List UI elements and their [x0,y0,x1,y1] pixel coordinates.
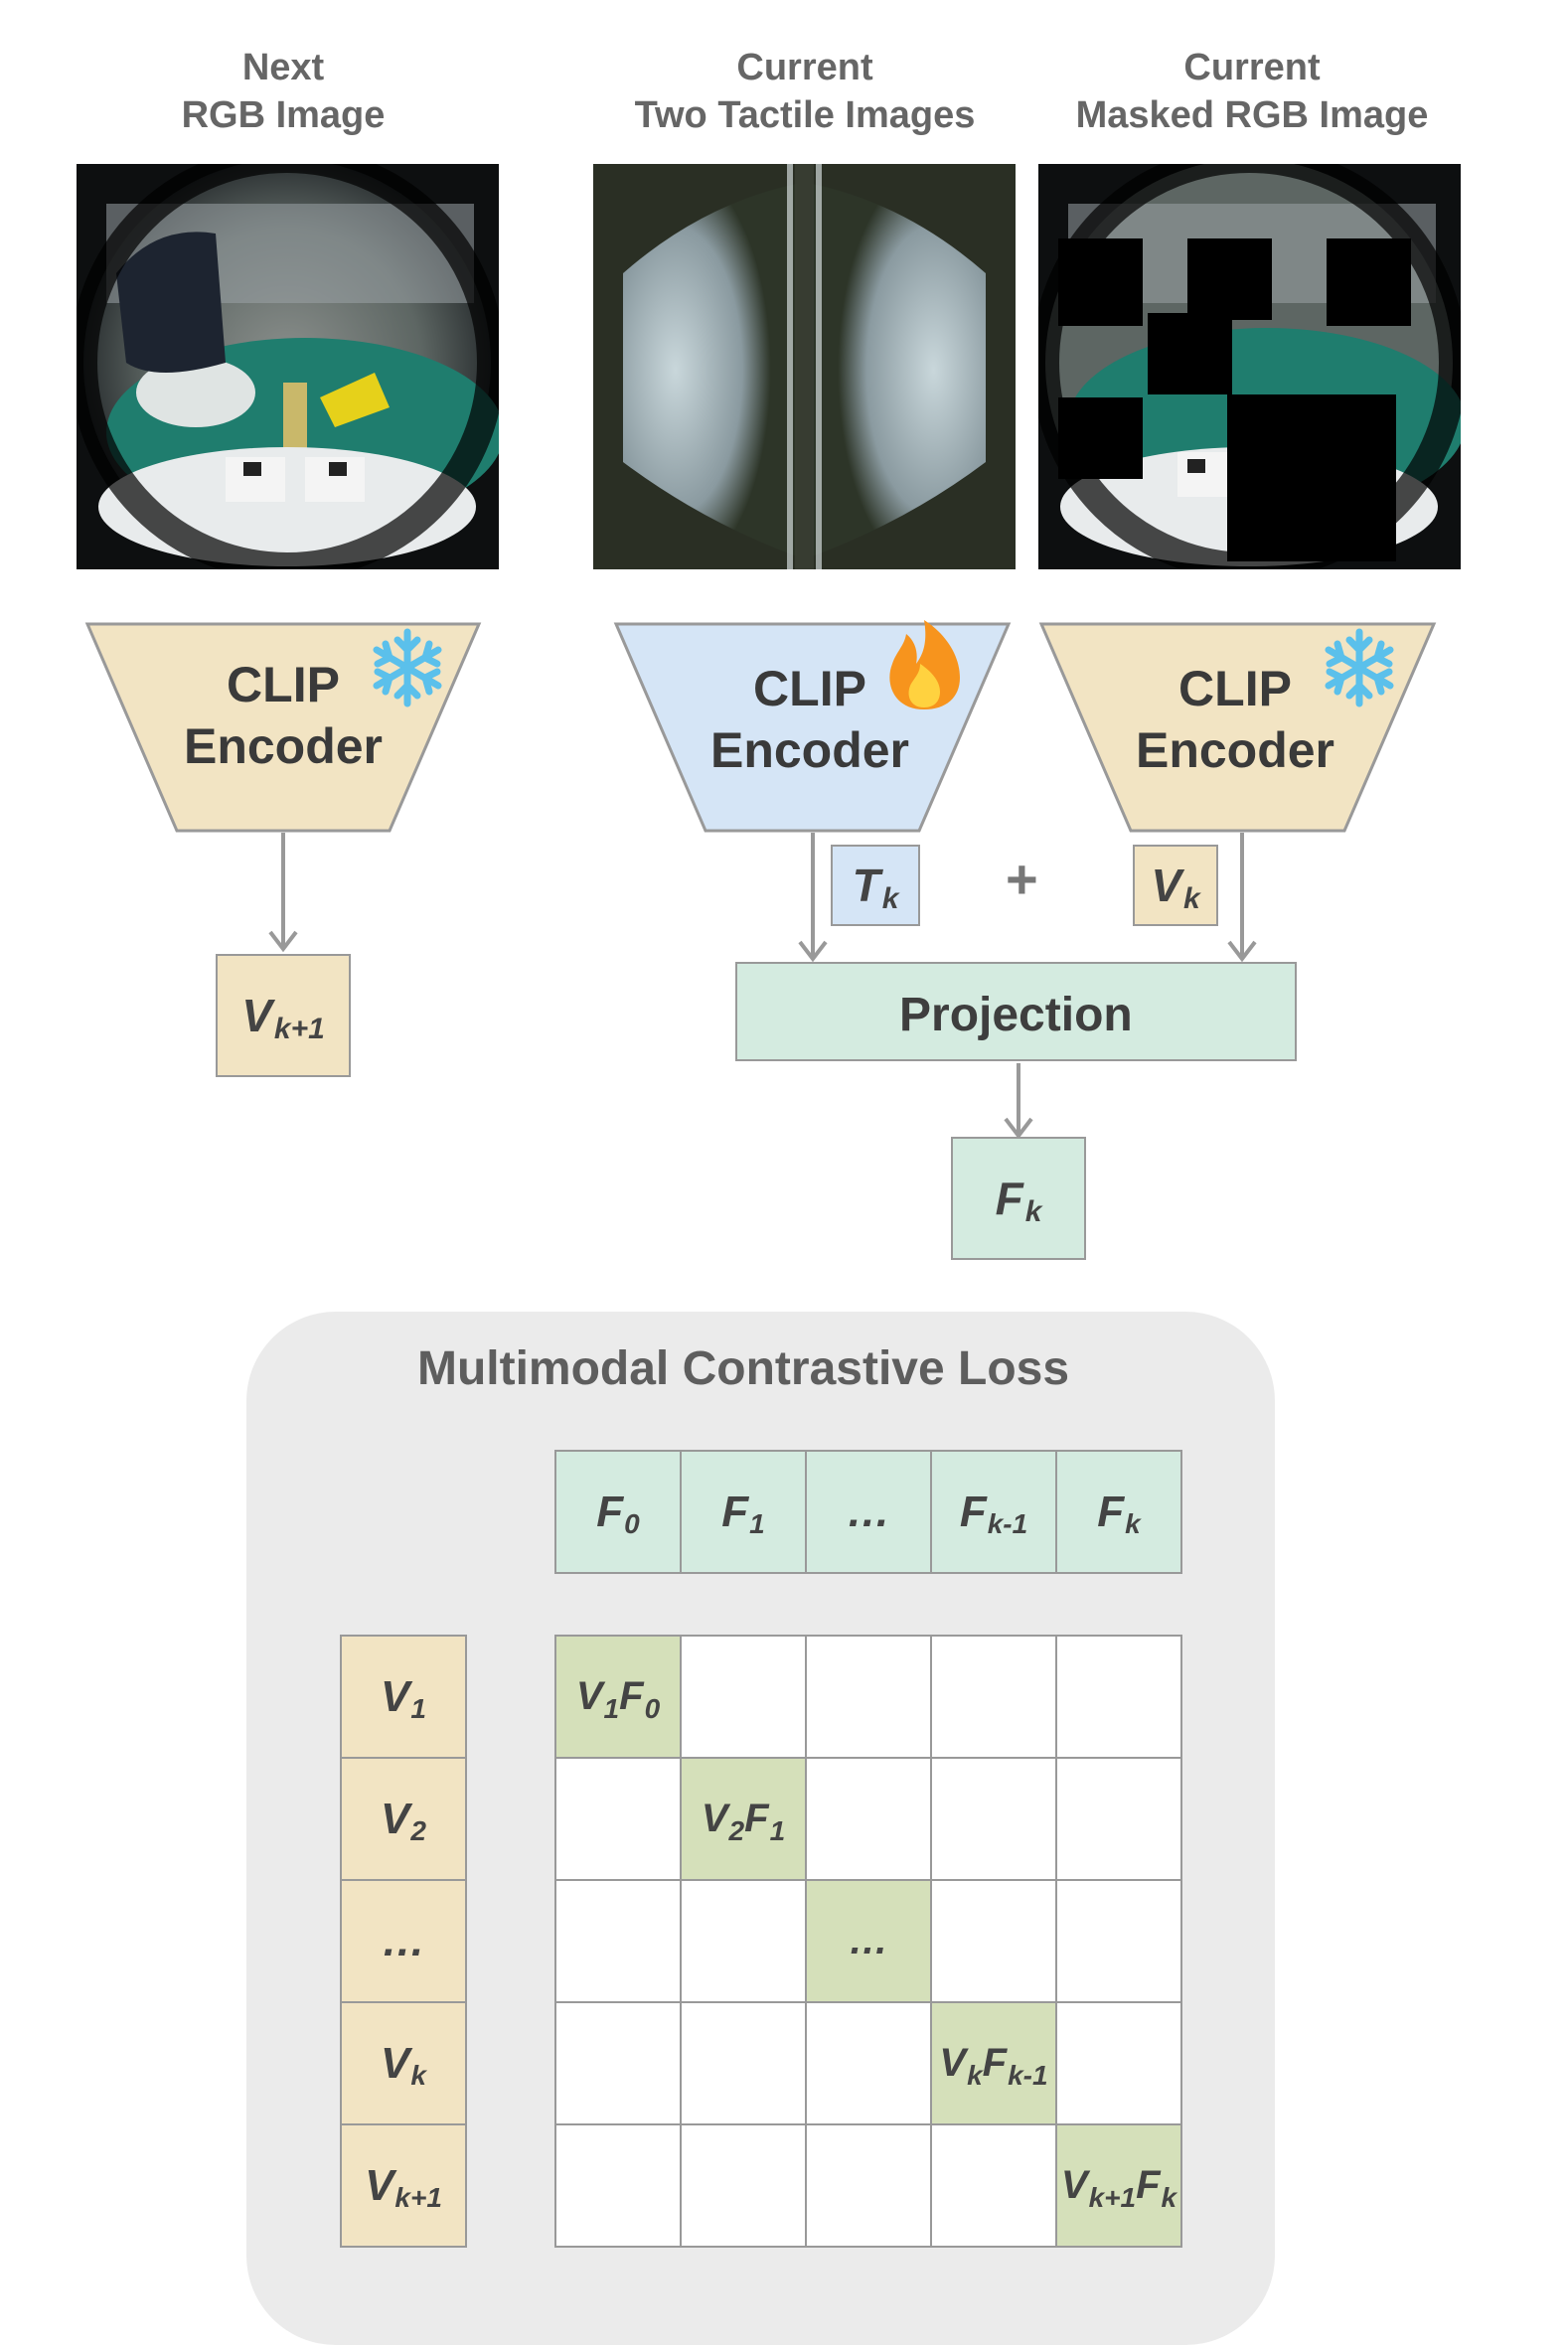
panel-title: Multimodal Contrastive Loss [416,1342,1070,1395]
title-current-tactile-images: Current Two Tactile Images [634,47,976,136]
matrix-cell [805,1757,932,1881]
snowflake-icon [373,628,442,707]
matrix-cell [680,1879,807,2003]
projection-block: Projection [735,962,1297,1061]
matrix-cell [805,2001,932,2125]
matrix-cell [680,2001,807,2125]
matrix-cell [930,2123,1057,2248]
title-next-rgb-image: Next RGB Image [181,47,386,136]
next-rgb-image [77,164,499,569]
header-cell: … [805,1450,932,1574]
projection-label: Projection [899,989,1133,1041]
matrix-cell [805,2123,932,2248]
matrix-cell [805,1635,932,1759]
title-current-masked-rgb-image: Current Masked RGB Image [1075,47,1429,136]
matrix-cell [1055,2001,1182,2125]
snowflake-icon [1325,628,1394,707]
masked-rgb-image [1038,164,1461,569]
matrix-cell [554,1757,682,1881]
clip-encoder-right-label: CLIP Encoder [1135,661,1335,778]
matrix-cell [680,2123,807,2248]
matrix-cell [554,2123,682,2248]
matrix-cell [554,2001,682,2125]
fire-icon [889,620,960,709]
clip-encoder-middle-label: CLIP Encoder [709,661,910,778]
matrix-cell [680,1635,807,1759]
diagonal-pair-cell: … [805,1879,932,2003]
matrix-cell [1055,1757,1182,1881]
matrix-cell [930,1635,1057,1759]
matrix-cell [554,1879,682,2003]
matrix-cell [930,1757,1057,1881]
matrix-cell [1055,1635,1182,1759]
row-label-cell: … [340,1879,467,2003]
plus-sign: + [1006,848,1038,910]
matrix-cell [930,1879,1057,2003]
tactile-images [593,164,1016,569]
matrix-cell [1055,1879,1182,2003]
clip-encoder-left-label: CLIP Encoder [183,657,384,774]
